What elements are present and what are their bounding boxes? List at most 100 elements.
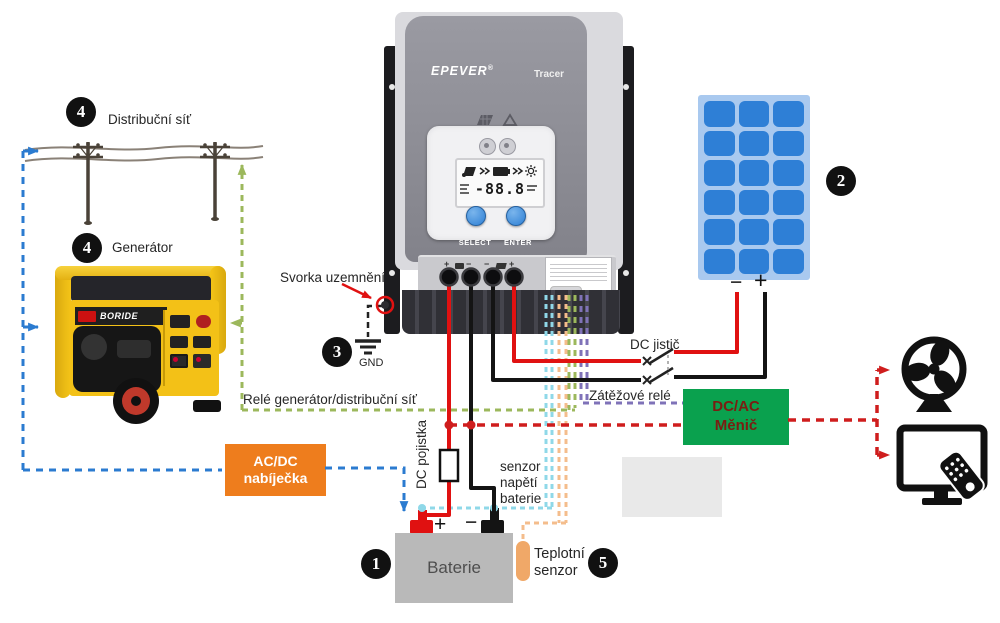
pv-cell [738, 101, 770, 127]
pv-plus-sign: + [754, 267, 768, 293]
generator-switch [196, 315, 211, 328]
generator-illustration: BORIDE [55, 260, 231, 430]
pv-wire-red [674, 292, 739, 354]
pv-cell [704, 189, 735, 215]
registered-mark: ® [487, 64, 494, 72]
badge-generator: 4 [72, 233, 102, 263]
charger-label-line2: nabíječka [243, 470, 308, 486]
pv-cell [738, 189, 770, 215]
generator-frame-left [55, 266, 71, 398]
gnd-label: GND [359, 357, 384, 369]
badge-temp-sensor: 5 [588, 548, 618, 578]
voltage-sensor-line1: senzor [500, 459, 541, 474]
terminal-sign-plus: + [444, 259, 450, 269]
battery-neg-terminal-stem [490, 508, 499, 524]
battery-minus-sign: − [465, 511, 478, 534]
pv-cell [704, 219, 735, 245]
generator-outlet [170, 336, 188, 348]
pv-cell [773, 130, 804, 156]
generator-foot [193, 400, 221, 412]
tv-icon [896, 424, 988, 505]
enter-button-label: ENTER [504, 238, 532, 247]
pv-cell [704, 101, 735, 127]
lcd-value: -88.8 [474, 180, 526, 198]
badge-ground: 3 [322, 337, 352, 367]
pv-panel-icon [495, 263, 507, 269]
pv-minus-sign: − [730, 271, 743, 294]
pv-cell [773, 189, 804, 215]
dc-breaker-label: DC jistič [630, 337, 680, 352]
badge-battery: 1 [361, 549, 391, 579]
watermark-box [622, 457, 722, 517]
brand-text: EPEVER [431, 64, 488, 78]
grid-label: Distribuční síť [108, 112, 192, 127]
ground-terminal-label: Svorka uzemnění [280, 270, 386, 285]
badge-grid: 4 [66, 97, 96, 127]
badge-pv-array: 2 [826, 166, 856, 196]
flow-chevrons [479, 167, 491, 175]
voltage-sensor-line3: baterie [500, 491, 542, 507]
inverter-label-line1: DC/AC [712, 398, 760, 416]
fan-icon [901, 336, 967, 412]
pv-cell [704, 130, 735, 156]
generator-brand-strip: BORIDE [75, 307, 167, 325]
brand-logo: EPEVER® [431, 64, 494, 78]
temp-sensor-probe [516, 541, 530, 581]
knob-dot [484, 143, 489, 148]
generator-label: Generátor [112, 240, 173, 255]
dc-load-line [449, 365, 891, 460]
knob-dot [504, 143, 509, 148]
select-button-label: SELECT [458, 238, 492, 247]
pv-wire-black [674, 292, 767, 379]
sun-icon [525, 165, 537, 177]
pv-cell [773, 219, 804, 245]
ground-wire [366, 304, 382, 337]
terminal-sign-plus: + [509, 259, 515, 269]
pv-cell [704, 160, 735, 186]
generator-logo [78, 310, 96, 322]
solar-panel [698, 95, 810, 280]
select-button [466, 206, 486, 226]
battery-box: Baterie [395, 533, 513, 603]
controller-heatsink [402, 290, 620, 334]
battery-pos-terminal [410, 520, 433, 534]
inverter-label-line2: Měnič [714, 417, 758, 434]
temp-sensor-label-line1: Teplotní [534, 546, 585, 562]
lcd-display: -88.8 [455, 158, 545, 208]
battery-label: Baterie [427, 558, 481, 577]
enter-button [506, 206, 526, 226]
pv-cell [773, 248, 804, 274]
dc-fuse [438, 448, 460, 483]
dc-ac-inverter-box: DC/AC Měnič [683, 389, 789, 445]
terminal-sign-minus: − [484, 259, 490, 269]
warning-triangle-icon [502, 113, 518, 126]
voltage-sensor-label: senzor napětí baterie [500, 459, 541, 508]
flow-chevrons [512, 167, 524, 175]
charge-controller: EPEVER® Tracer [384, 12, 634, 334]
dc-fuse-label: DC pojistka [414, 419, 429, 489]
ground-pointer-arrow [341, 282, 372, 300]
terminal-sign-minus: − [466, 259, 472, 269]
voltage-sensor-line2: napětí [500, 475, 538, 491]
load-junction-dot [466, 420, 476, 430]
power-pole-icon [24, 142, 264, 225]
temp-sensor-label-line2: senzor [534, 562, 578, 579]
pv-cell [738, 160, 770, 186]
load-junction-dot [444, 420, 454, 430]
relay-line-label: Relé generátor/distribuční síť [243, 392, 417, 407]
pv-cell [738, 248, 770, 274]
charger-label-line1: AC/DC [253, 452, 298, 469]
pv-panel-icon [477, 115, 493, 125]
battery-icon [455, 263, 464, 269]
pv-cell [738, 130, 770, 156]
remote-control-icon [938, 450, 985, 501]
pv-cell [773, 101, 804, 127]
model-label: Tracer [534, 69, 565, 80]
generator-gauge [170, 315, 190, 328]
pv-cell [738, 219, 770, 245]
ground-symbol-icon [355, 339, 381, 355]
load-relay-label: Zátěžové relé [589, 388, 671, 403]
lcd-icon-row [462, 165, 537, 177]
ac-dc-charger-box: AC/DC nabíječka [225, 444, 326, 496]
